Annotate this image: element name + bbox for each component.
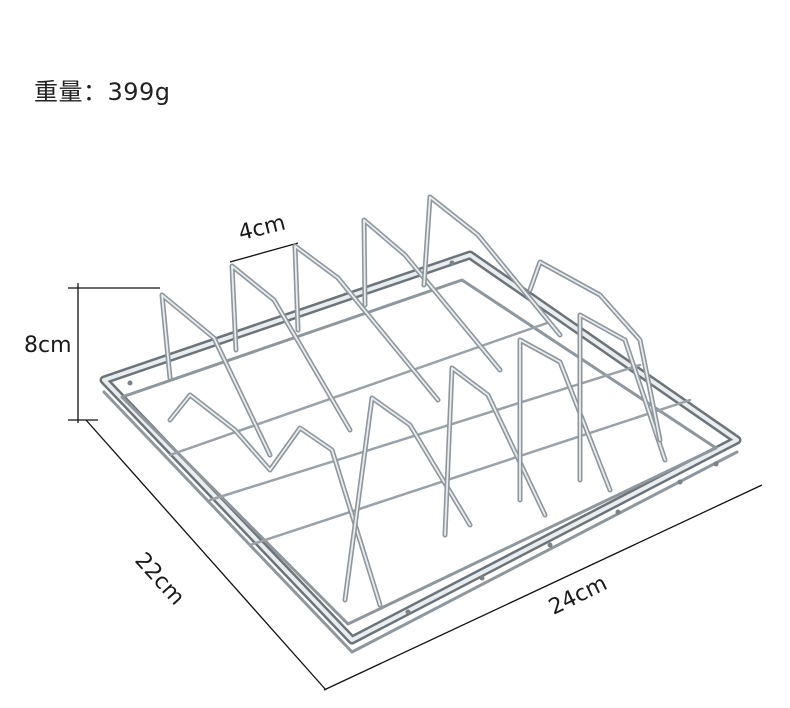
frame-front-lip <box>102 390 739 654</box>
back-divider-2 <box>229 263 353 433</box>
back-divider-4 <box>361 217 503 373</box>
front-divider-3 <box>442 365 548 538</box>
frame-inner-rail <box>120 278 718 626</box>
weight-value: 399g <box>107 78 171 106</box>
back-divider-3 <box>292 243 441 403</box>
frame-outer-shadow <box>99 250 742 645</box>
front-divider-5 <box>577 312 668 483</box>
base-frame <box>99 250 742 654</box>
cross-rod-front <box>248 398 692 547</box>
height-dimension-label: 8cm <box>24 333 72 358</box>
weight-label: 重量：399g <box>34 72 171 107</box>
frame-rivets <box>127 260 719 615</box>
front-divider-2 <box>342 395 473 603</box>
front-divider-6 <box>527 259 663 443</box>
dimension-lines <box>68 242 763 691</box>
back-divider-5 <box>421 194 563 338</box>
slot-gap-dimension-line <box>229 242 299 263</box>
width-dimension-line <box>323 484 763 691</box>
front-divider-4 <box>517 337 613 503</box>
front-dividers <box>167 259 668 608</box>
frame-outer-highlight <box>102 253 739 642</box>
cross-rod-back <box>168 320 552 457</box>
back-dividers <box>159 194 563 458</box>
front-divider-1 <box>167 392 383 608</box>
back-divider-1 <box>159 292 273 458</box>
weight-label-prefix: 重量： <box>34 78 108 106</box>
depth-dimension-line <box>85 419 327 691</box>
